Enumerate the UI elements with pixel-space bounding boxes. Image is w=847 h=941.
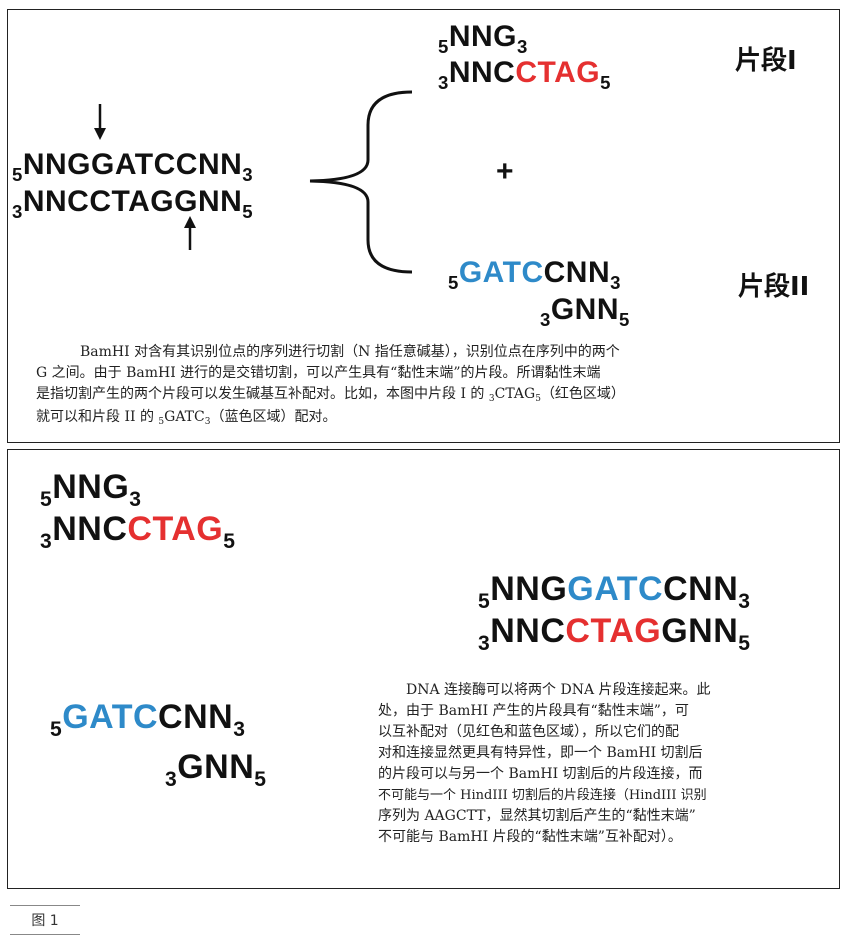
cut-arrow-top — [94, 104, 106, 140]
fragment2-label: 片段II — [738, 272, 810, 302]
caption-line: 是指切割产生的两个片段可以发生碱基互补配对。比如，本图中片段 I 的 3CTAG… — [36, 386, 625, 404]
ligation-panel — [7, 449, 840, 889]
cleavage-caption: BamHI 对含有其识别位点的序列进行切割（N 指任意碱基），识别位点在序列中的… — [36, 342, 816, 430]
caption-line: 的片段可以与另一个 BamHI 切割后的片段连接，而 — [378, 766, 703, 782]
p2-fragment2-bottom-strand: 3GNN5 — [165, 748, 267, 791]
caption-line: 对和连接显然更具有特异性，即一个 BamHI 切割后 — [378, 745, 703, 761]
caption-line: 不可能与一个 HindIII 切割后的片段连接（HindIII 识别 — [378, 788, 707, 803]
fragment2-bottom-strand: 3GNN5 — [540, 293, 630, 331]
joined-bottom-strand: 3NNCCTAGGNN5 — [478, 612, 751, 655]
caption-line: 以互补配对（见红色和蓝色区域），所以它们的配 — [378, 724, 679, 740]
caption-line: G 之间。由于 BamHI 进行的是交错切割，可以产生具有“黏性末端”的片段。所… — [36, 365, 601, 381]
caption-line: 处，由于 BamHI 产生的片段具有“黏性末端”，可 — [378, 703, 689, 719]
cut-arrow-bottom — [184, 216, 196, 250]
caption-line: DNA 连接酶可以将两个 DNA 片段连接起来。此 — [378, 682, 711, 698]
fragment1-bottom-strand: 3NNCCTAG5 — [438, 56, 611, 94]
p2-fragment1-top-strand: 5NNG3 — [40, 468, 142, 511]
split-brace — [309, 90, 413, 274]
fragment1-label: 片段I — [735, 46, 797, 76]
caption-line: 就可以和片段 II 的 5GATC3（蓝色区域）配对。 — [36, 409, 337, 427]
fragment2-top-strand: 5GATCCNN3 — [448, 256, 621, 294]
plus-sign: + — [496, 155, 514, 188]
cleavage-panel — [7, 9, 840, 443]
ligation-caption: DNA 连接酶可以将两个 DNA 片段连接起来。此 处，由于 BamHI 产生的… — [378, 680, 818, 848]
p2-fragment1-bottom-strand: 3NNCCTAG5 — [40, 510, 236, 553]
caption-line: 序列为 AAGCTT，显然其切割后产生的“黏性末端” — [378, 808, 696, 824]
fragment1-top-strand: 5NNG3 — [438, 20, 528, 58]
caption-line: BamHI 对含有其识别位点的序列进行切割（N 指任意碱基），识别位点在序列中的… — [80, 344, 620, 360]
original-bottom-strand: 3NNCCTAGGNN5 — [12, 185, 254, 223]
original-top-strand: 5NNGGATCCNN3 — [12, 148, 254, 186]
figure-label: 图 1 — [10, 905, 80, 935]
caption-line: 不可能与 BamHI 片段的“黏性末端”互补配对）。 — [378, 829, 682, 845]
joined-top-strand: 5NNGGATCCNN3 — [478, 570, 751, 613]
p2-fragment2-top-strand: 5GATCCNN3 — [50, 698, 246, 741]
